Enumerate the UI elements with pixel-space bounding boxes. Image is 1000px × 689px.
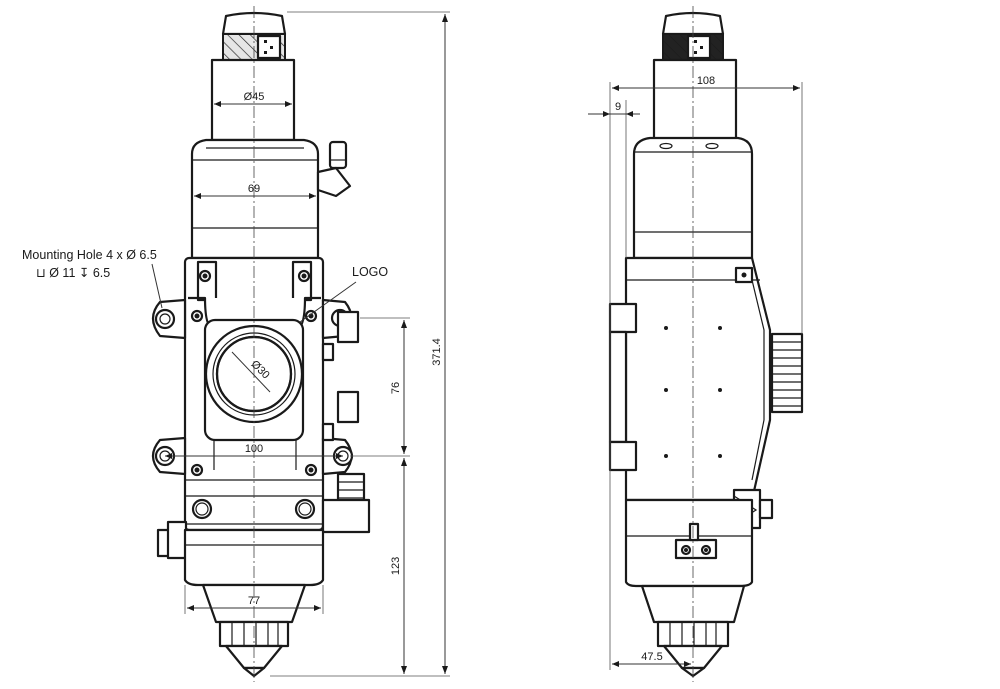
dim-height-mid: 76 — [390, 382, 402, 394]
front-screws — [190, 269, 318, 520]
front-side-fittings — [321, 310, 371, 534]
dim-bottom-width: 77 — [248, 595, 260, 607]
dim-side-bottom: 47.5 — [641, 651, 662, 663]
side-face-dots — [664, 326, 722, 458]
side-dimensions: 108 9 47.5 — [588, 75, 803, 670]
front-mid-body — [190, 138, 320, 260]
front-air-fitting-top — [316, 140, 352, 198]
side-upper-column — [652, 58, 738, 142]
dim-top-diameter: Ø45 — [244, 91, 265, 103]
side-knob — [770, 332, 804, 414]
logo-label: LOGO — [352, 265, 388, 279]
front-view — [151, 6, 371, 682]
side-lower-body — [624, 498, 754, 588]
side-view — [608, 6, 804, 682]
counterbore-label: ⊔ Ø 11 ↧ 6.5 — [36, 266, 110, 280]
dim-height-lower: 123 — [390, 557, 402, 575]
dim-side-offset: 9 — [615, 101, 621, 113]
dim-side-width: 108 — [697, 75, 715, 87]
mounting-hole-label: Mounting Hole 4 x Ø 6.5 — [22, 248, 157, 262]
side-left-plate — [608, 302, 638, 472]
front-mounting-ears — [151, 298, 354, 476]
front-window — [203, 318, 305, 442]
dim-body-width: 69 — [248, 183, 260, 195]
dim-total-height: 371.4 — [431, 338, 443, 366]
dim-hole-spacing: 100 — [245, 443, 263, 455]
side-main-block — [624, 256, 772, 502]
